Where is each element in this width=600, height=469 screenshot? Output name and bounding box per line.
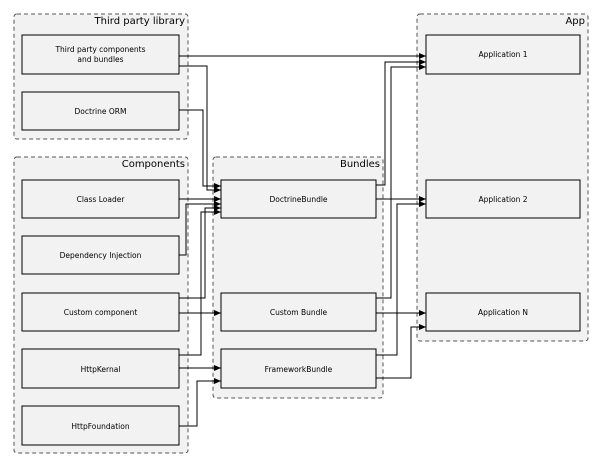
- edge-dependency-injection-to-doctrine-bundle: [179, 201, 221, 256]
- node-application-n-label: Application N: [478, 308, 528, 317]
- edge-framework-bundle-to-application-2: [376, 201, 426, 356]
- node-class-loader-box: [21, 179, 180, 219]
- node-http-foundation-box: [21, 405, 180, 446]
- node-application-n-box: [425, 292, 581, 332]
- node-custom-bundle-box: [220, 292, 377, 332]
- node-custom-component: Custom component: [21, 292, 180, 332]
- group-app: App: [416, 13, 589, 342]
- node-application-1-box: [425, 34, 581, 75]
- node-custom-bundle-label: Custom Bundle: [270, 308, 328, 317]
- edge-third-party-to-doctrine-bundle: [179, 65, 221, 193]
- node-framework-bundle: FrameworkBundle: [220, 348, 377, 389]
- node-application-n: Application N: [425, 292, 581, 332]
- group-bundles-title: Bundles: [340, 159, 380, 170]
- group-components-title: Components: [122, 159, 185, 170]
- node-third-party-components-box: [21, 34, 180, 75]
- connectors: [179, 53, 426, 427]
- edge-http-kernal-to-doctrine-bundle: [179, 209, 221, 356]
- node-doctrine-orm: Doctrine ORM: [21, 91, 180, 131]
- node-class-loader-label: Class Loader: [77, 195, 126, 204]
- node-application-2: Application 2: [425, 179, 581, 219]
- node-third-party-components-label-line-1: Third party components: [54, 45, 145, 54]
- node-class-loader: Class Loader: [21, 179, 180, 219]
- node-doctrine-orm-box: [21, 91, 180, 131]
- edge-doctrine-bundle-to-application-1: [376, 59, 426, 186]
- node-http-foundation: HttpFoundation: [21, 405, 180, 446]
- node-http-foundation-label: HttpFoundation: [71, 422, 129, 431]
- node-framework-bundle-box: [220, 348, 377, 389]
- node-http-kernal-box: [21, 348, 180, 389]
- node-http-kernal-label: HttpKernal: [81, 365, 121, 374]
- node-custom-component-box: [21, 292, 180, 332]
- group-third-party-library-title: Third party library: [94, 16, 186, 27]
- node-dependency-injection: Dependency Injection: [21, 235, 180, 275]
- node-doctrine-orm-label: Doctrine ORM: [75, 107, 127, 116]
- node-application-1: Application 1: [425, 34, 581, 75]
- edge-http-foundation-to-framework-bundle: [179, 378, 221, 427]
- node-third-party-components: Third party components and bundles: [21, 34, 180, 75]
- node-application-2-box: [425, 179, 581, 219]
- node-doctrine-bundle-label: DoctrineBundle: [269, 195, 327, 204]
- node-dependency-injection-label: Dependency Injection: [60, 251, 142, 260]
- group-app-title: App: [565, 16, 585, 27]
- node-third-party-components-label-line-2: and bundles: [77, 55, 123, 64]
- group-app-frame: [416, 13, 589, 342]
- node-custom-component-label: Custom component: [64, 308, 138, 317]
- edge-custom-bundle-to-application-1: [376, 64, 426, 299]
- node-application-1-label: Application 1: [478, 50, 527, 59]
- node-dependency-injection-box: [21, 235, 180, 275]
- node-framework-bundle-label: FrameworkBundle: [265, 365, 333, 374]
- edge-custom-component-to-doctrine-bundle: [179, 205, 221, 299]
- node-http-kernal: HttpKernal: [21, 348, 180, 389]
- node-custom-bundle: Custom Bundle: [220, 292, 377, 332]
- node-doctrine-bundle: DoctrineBundle: [220, 179, 377, 219]
- node-doctrine-bundle-box: [220, 179, 377, 219]
- node-application-2-label: Application 2: [478, 195, 527, 204]
- edge-framework-bundle-to-application-n: [376, 324, 426, 379]
- edge-doctrine-orm-to-doctrine-bundle: [179, 109, 221, 189]
